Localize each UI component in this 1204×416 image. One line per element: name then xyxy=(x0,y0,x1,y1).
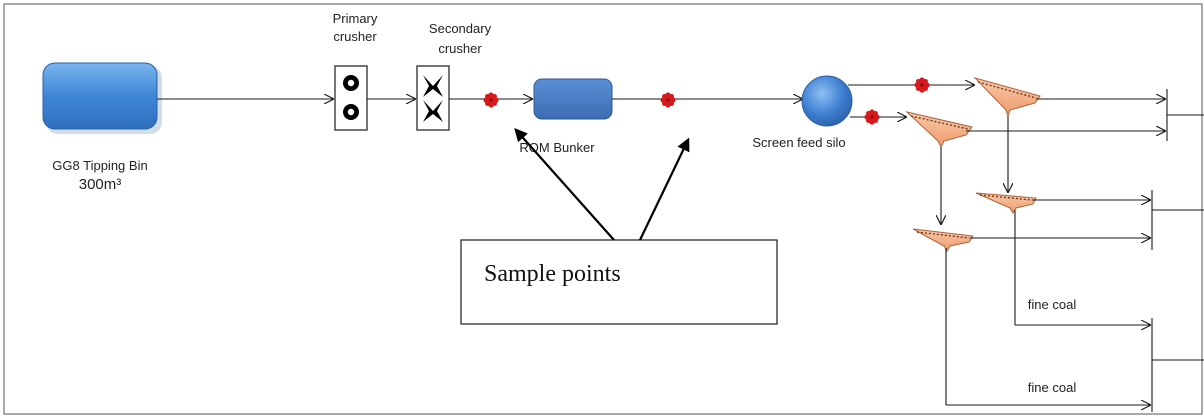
callout-arrow-2 xyxy=(639,137,690,241)
screen-feed-silo-label: Screen feed silo xyxy=(752,135,845,150)
screen-b xyxy=(905,111,973,149)
primary-crusher xyxy=(334,65,368,131)
tipping-bin-capacity: 300m³ xyxy=(79,176,122,193)
screen-a xyxy=(973,77,1041,118)
sample-point-2 xyxy=(660,92,676,108)
secondary-crusher-label-2: crusher xyxy=(438,41,482,56)
sample-point-1 xyxy=(483,92,499,108)
tipping-bin xyxy=(42,62,158,130)
gear-icon xyxy=(343,75,359,120)
rom-bunker-label: ROM Bunker xyxy=(519,140,595,155)
sample-points-label: Sample points xyxy=(484,261,621,287)
screen-c xyxy=(975,192,1037,214)
screen-feed-silo xyxy=(801,75,853,127)
callout-arrow-1 xyxy=(514,128,615,241)
fine-coal-label-1: fine coal xyxy=(1028,297,1077,312)
tipping-bin-label: GG8 Tipping Bin xyxy=(52,158,147,173)
sample-point-4 xyxy=(864,109,880,125)
primary-crusher-label-2: crusher xyxy=(333,29,377,44)
primary-crusher-label-1: Primary xyxy=(333,11,378,26)
fine-coal-label-2: fine coal xyxy=(1028,380,1077,395)
sample-points-callout xyxy=(460,239,778,325)
diagram-frame xyxy=(3,3,1203,415)
secondary-crusher-label-1: Secondary xyxy=(429,21,492,36)
screen-d xyxy=(912,228,974,252)
cross-icon xyxy=(423,75,443,122)
sample-point-3 xyxy=(914,77,930,93)
rom-bunker xyxy=(533,78,613,120)
secondary-crusher xyxy=(416,65,450,131)
